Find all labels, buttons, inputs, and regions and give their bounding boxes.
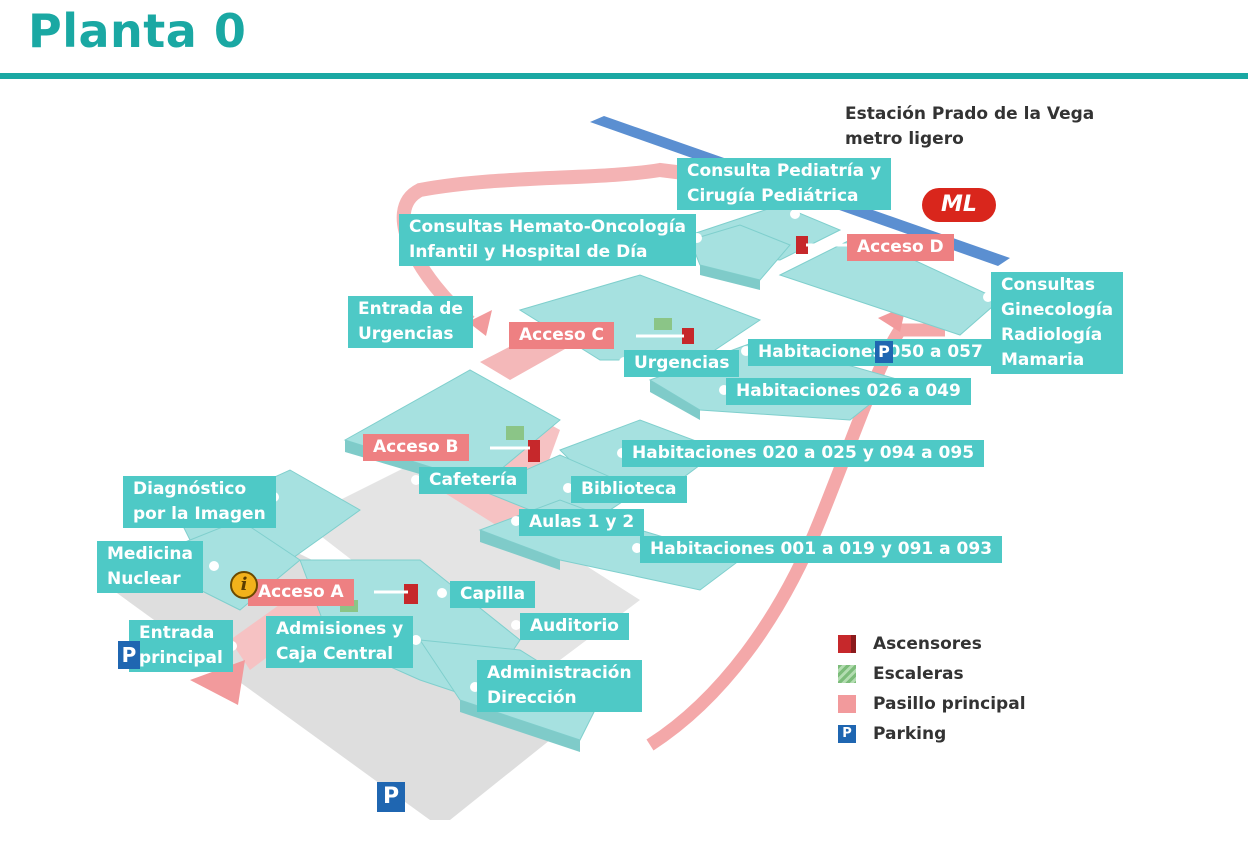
label-consultas-gine[interactable]: Consultas Ginecología Radiología Mamaria [991, 272, 1124, 374]
parking-icon: P [838, 725, 856, 743]
label-auditorio[interactable]: Auditorio [520, 613, 629, 640]
dot-aulas [511, 516, 521, 526]
dot-hab-001 [632, 543, 642, 553]
legend-item-escaleras: Escaleras [838, 660, 1026, 690]
dot-auditorio [511, 620, 521, 630]
label-administracion[interactable]: Administración Dirección [477, 660, 642, 712]
station-line: metro ligero [845, 129, 964, 149]
label-entrada-urgencias[interactable]: Entrada de Urgencias [348, 296, 473, 348]
dot-gine [983, 292, 993, 302]
label-line: Dirección [487, 688, 577, 708]
legend-label: Pasillo principal [873, 694, 1026, 714]
legend-item-parking: P Parking [838, 720, 1026, 750]
legend-label: Escaleras [873, 664, 964, 684]
elevator-icon-c [682, 328, 694, 344]
label-acceso-c[interactable]: Acceso C [509, 322, 615, 349]
label-consultas-hemato[interactable]: Consultas Hemato-Oncología Infantil y Ho… [399, 214, 697, 266]
label-diagnostico[interactable]: Diagnóstico por la Imagen [123, 476, 276, 528]
label-line: Consultas [1001, 275, 1096, 295]
label-consulta-pediatria[interactable]: Consulta Pediatría y Cirugía Pediátrica [677, 158, 892, 210]
dot-pediatria [790, 209, 800, 219]
label-line: Entrada [139, 623, 215, 643]
stairs-icon-c [654, 318, 672, 330]
label-line: Ginecología [1001, 300, 1114, 320]
map-legend: Ascensores Escaleras Pasillo principal P… [838, 630, 1026, 750]
label-line: Nuclear [107, 569, 181, 589]
station-name: Estación Prado de la Vega [845, 104, 1095, 124]
label-acceso-a[interactable]: Acceso A [248, 579, 354, 606]
label-line: Caja Central [276, 644, 394, 664]
stairs-icon [838, 665, 856, 683]
label-acceso-b[interactable]: Acceso B [363, 434, 469, 461]
label-line: Mamaria [1001, 350, 1085, 370]
building-shadow-5 [460, 700, 580, 752]
building-hemato [689, 224, 791, 281]
label-habitaciones-026-049[interactable]: Habitaciones 026 a 049 [726, 378, 971, 405]
label-line: Diagnóstico [133, 479, 247, 499]
label-medicina-nuclear[interactable]: Medicina Nuclear [97, 541, 203, 593]
elevator-icon-b [528, 440, 540, 462]
label-admisiones[interactable]: Admisiones y Caja Central [266, 616, 414, 668]
label-line: Cirugía Pediátrica [687, 186, 859, 206]
label-capilla[interactable]: Capilla [450, 581, 536, 608]
building-shadow-4 [480, 530, 560, 570]
label-line: Radiología [1001, 325, 1103, 345]
label-aulas[interactable]: Aulas 1 y 2 [519, 509, 645, 536]
label-line: Consulta Pediatría y [687, 161, 882, 181]
label-habitaciones-050-057[interactable]: Habitaciones 050 a 057 [748, 339, 993, 366]
elevator-icon [838, 635, 856, 653]
label-habitaciones-020-025[interactable]: Habitaciones 020 a 025 y 094 a 095 [622, 440, 985, 467]
label-habitaciones-001-019[interactable]: Habitaciones 001 a 019 y 091 a 093 [640, 536, 1003, 563]
label-line: Administración [487, 663, 632, 683]
label-line: principal [139, 648, 223, 668]
building-shadow-1 [700, 265, 760, 290]
dot-medicina [209, 561, 219, 571]
legend-item-ascensores: Ascensores [838, 630, 1026, 660]
elevator-icon-d [796, 236, 808, 254]
elevator-icon-a [404, 584, 418, 604]
dot-biblioteca [563, 483, 573, 493]
label-line: Entrada de [358, 299, 463, 319]
corridor-arrow-west [468, 310, 492, 336]
corridor-north [396, 162, 701, 328]
label-line: Admisiones y [276, 619, 404, 639]
corridor-swatch [838, 695, 856, 713]
parking-icon: P [875, 341, 893, 363]
label-acceso-d[interactable]: Acceso D [847, 234, 954, 261]
stairs-icon-b [506, 426, 524, 440]
metro-ligero-logo: ML [922, 188, 996, 222]
dot-cafeteria [411, 475, 421, 485]
building-shadow-2 [650, 380, 700, 420]
parking-icon: P [377, 782, 405, 812]
label-line: Urgencias [358, 324, 454, 344]
parking-icon: P [118, 641, 140, 669]
label-biblioteca[interactable]: Biblioteca [571, 476, 687, 503]
page-title: Planta 0 [28, 4, 247, 58]
label-line: Infantil y Hospital de Día [409, 242, 648, 262]
label-cafeteria[interactable]: Cafetería [419, 467, 528, 494]
label-line: por la Imagen [133, 504, 266, 524]
label-line: Medicina [107, 544, 193, 564]
station-label: Estación Prado de la Vega metro ligero [845, 102, 1094, 152]
label-urgencias[interactable]: Urgencias [624, 350, 740, 377]
dot-admision [411, 635, 421, 645]
legend-item-pasillo: Pasillo principal [838, 690, 1026, 720]
label-line: Consultas Hemato-Oncología [409, 217, 687, 237]
label-entrada-principal[interactable]: Entrada principal [129, 620, 233, 672]
info-point-icon: i [230, 571, 258, 599]
legend-label: Parking [873, 724, 947, 744]
dot-capilla [437, 588, 447, 598]
title-divider [0, 73, 1248, 79]
legend-label: Ascensores [873, 634, 982, 654]
